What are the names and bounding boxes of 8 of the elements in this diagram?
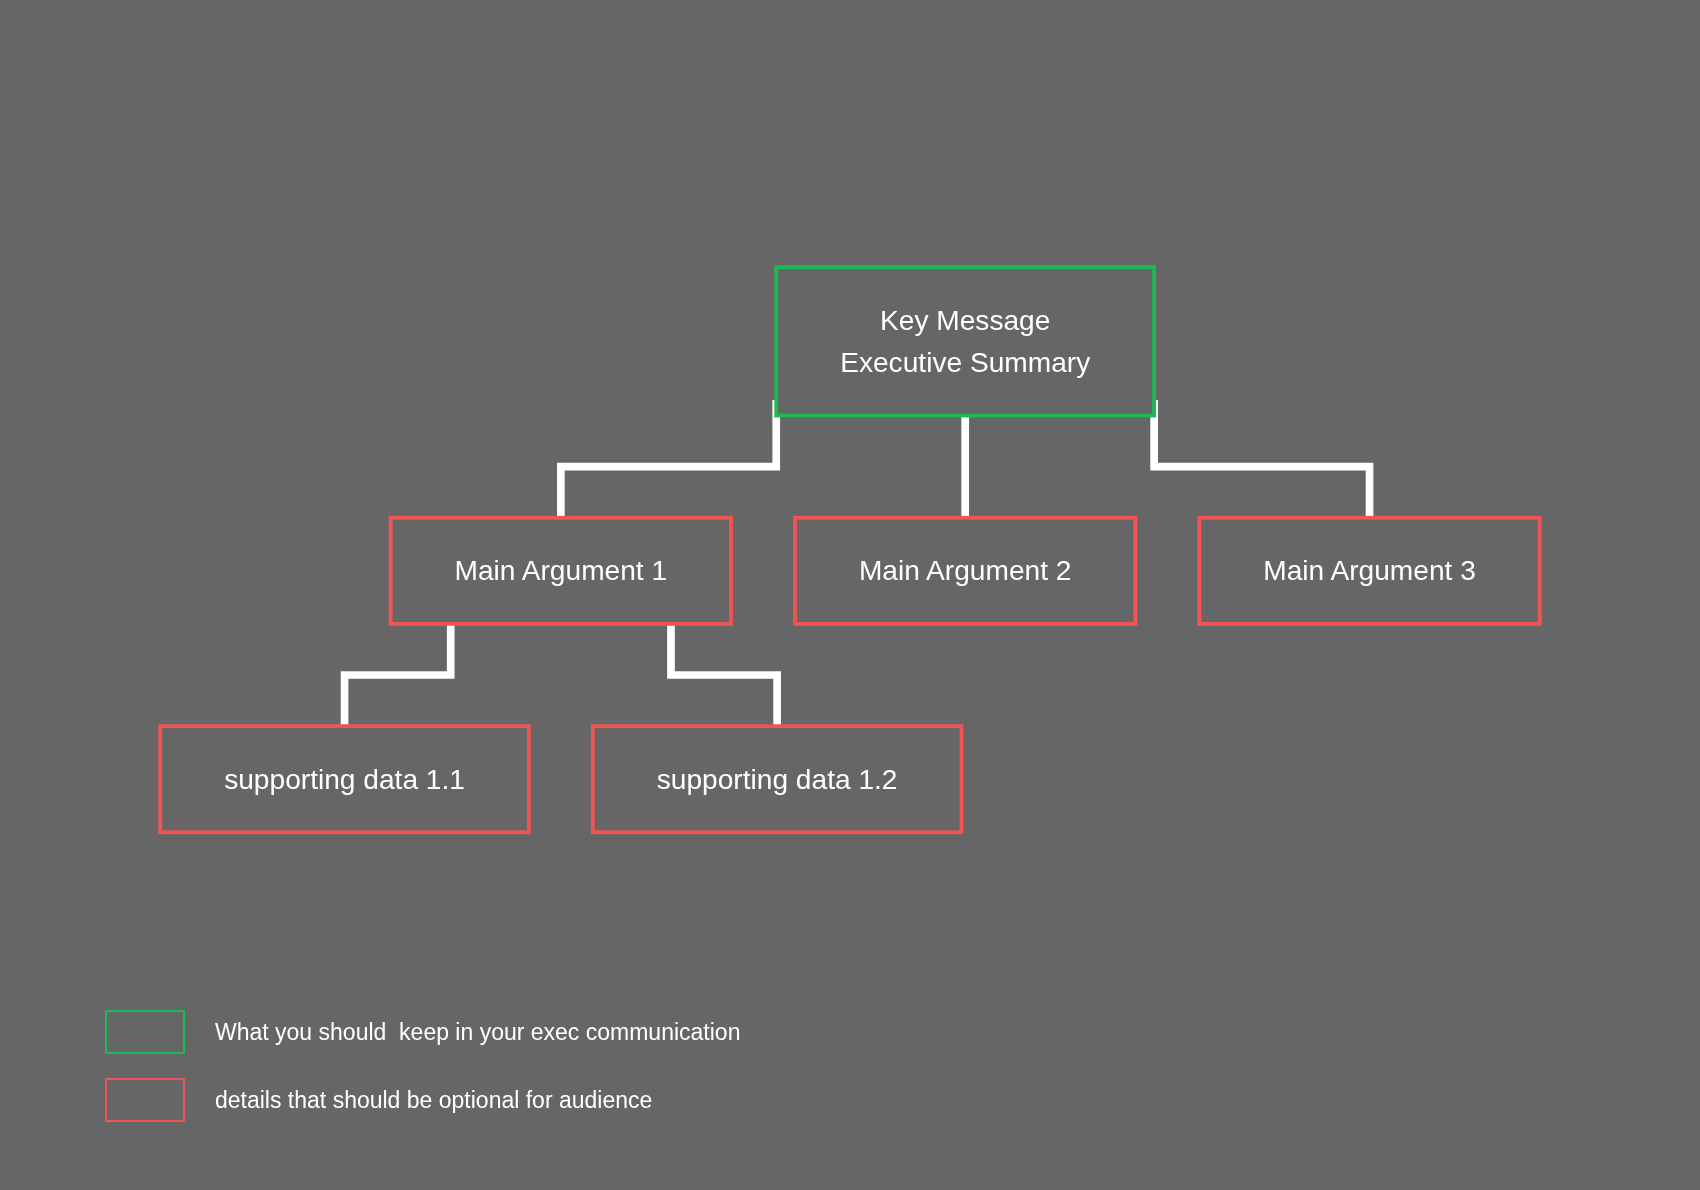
node-box: supporting data 1.2 — [590, 724, 964, 835]
node-box: supporting data 1.1 — [158, 724, 531, 835]
node-box: Main Argument 3 — [1197, 516, 1542, 627]
node-box: Main Argument 1 — [388, 516, 733, 627]
legend-text: details that should be optional for audience — [215, 1086, 653, 1114]
node-box: Main Argument 2 — [793, 516, 1138, 627]
node-box: Key Message Executive Summary — [774, 265, 1157, 418]
legend-text: What you should keep in your exec communication — [215, 1018, 741, 1046]
